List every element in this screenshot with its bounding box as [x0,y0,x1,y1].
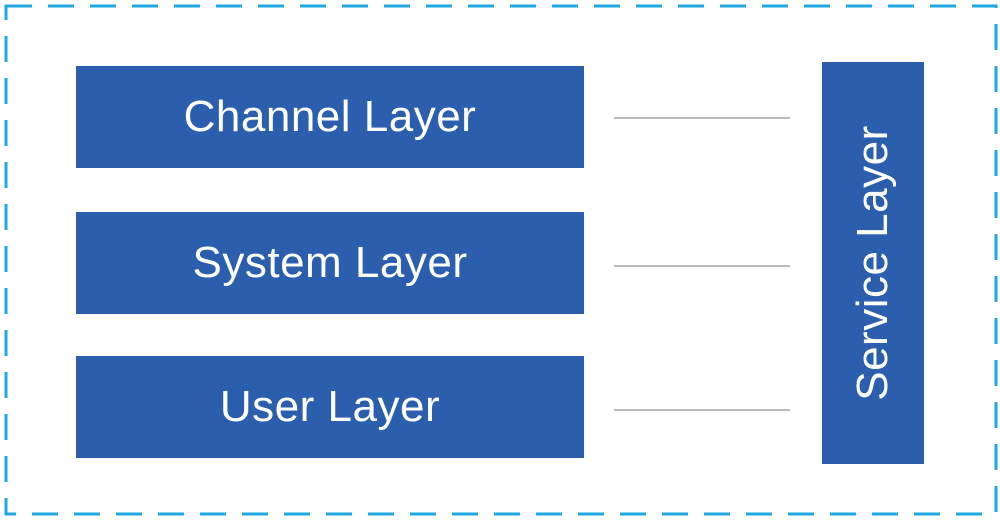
system-layer-label: System Layer [192,238,468,287]
user-connector-line [614,409,790,411]
user-layer-box: User Layer [76,356,584,458]
channel-layer-box: Channel Layer [76,66,584,168]
user-layer-label: User Layer [219,382,441,431]
channel-layer-label: Channel Layer [183,92,477,141]
system-connector-line [614,265,790,267]
channel-connector-line [614,117,790,119]
service-layer-label: Service Layer [848,125,897,401]
service-layer-box: Service Layer [822,62,924,464]
system-layer-box: System Layer [76,212,584,314]
